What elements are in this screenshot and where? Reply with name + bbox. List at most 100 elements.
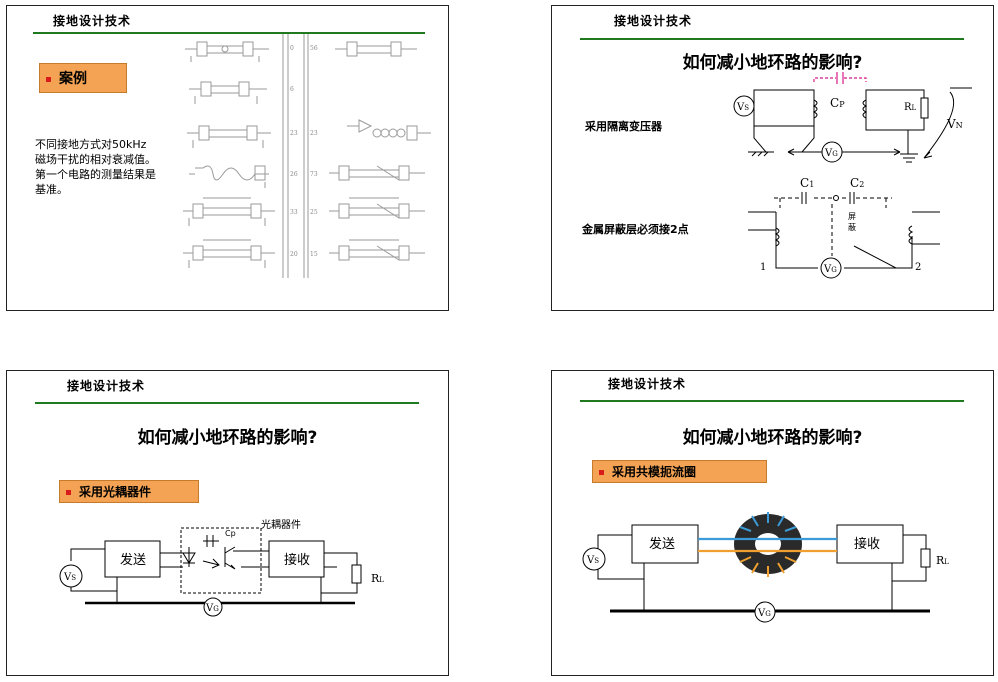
node-1-label: 1 bbox=[760, 262, 766, 273]
table-value: 15 bbox=[310, 251, 318, 258]
table-value: 20 bbox=[290, 251, 298, 258]
vg-sub: G bbox=[765, 610, 771, 618]
slide-isolation-transformer: 接地设计技术 如何减小地环路的影响? 采用隔离变压器 金属屏蔽层必须接2点 bbox=[551, 5, 994, 311]
header-rule bbox=[35, 402, 419, 404]
header-rule bbox=[33, 32, 425, 34]
circuit-row bbox=[329, 239, 425, 261]
svg-text:RL: RL bbox=[371, 572, 384, 585]
bullet-label: 采用光耦器件 bbox=[79, 485, 152, 499]
receive-label: 接收 bbox=[284, 552, 310, 568]
rl-label: R bbox=[371, 572, 380, 585]
svg-text:VG: VG bbox=[757, 608, 771, 619]
slide-header: 接地设计技术 bbox=[614, 14, 693, 28]
send-label: 发送 bbox=[120, 552, 146, 568]
cp-label: Cp bbox=[225, 529, 236, 538]
svg-text:VS: VS bbox=[736, 102, 749, 113]
bullet-box: 采用光耦器件 bbox=[59, 480, 199, 503]
grounding-circuits-figure: 0 6 23 26 33 20 56 23 73 25 15 bbox=[183, 34, 431, 278]
c1-sub: 1 bbox=[809, 180, 814, 189]
svg-text:VN: VN bbox=[946, 117, 963, 131]
vg-label: V bbox=[757, 608, 766, 619]
svg-text:VS: VS bbox=[586, 555, 599, 566]
case-label-box: 案例 bbox=[39, 63, 127, 93]
table-value: 56 bbox=[310, 45, 318, 52]
c1-label: C bbox=[800, 176, 809, 190]
case-description: 不同接地方式对50kHz磁场干扰的相对衰减值。第一个电路的测量结果是基准。 bbox=[35, 138, 156, 196]
table-value: 25 bbox=[310, 209, 318, 216]
svg-text:C1: C1 bbox=[800, 176, 814, 190]
svg-text:VG: VG bbox=[823, 264, 837, 275]
cp-sub: P bbox=[839, 100, 845, 109]
shield-char-1: 屏 bbox=[848, 212, 856, 221]
receive-label: 接收 bbox=[854, 536, 880, 552]
rl-sub: L bbox=[944, 558, 949, 566]
label-shield-two-points: 金属屏蔽层必须接2点 bbox=[582, 223, 689, 236]
slide-title: 如何减小地环路的影响? bbox=[682, 428, 863, 448]
cp-label: C bbox=[830, 96, 839, 110]
header-rule bbox=[580, 38, 964, 40]
svg-text:CP: CP bbox=[830, 96, 845, 110]
shield-char-2: 蔽 bbox=[848, 222, 856, 232]
slide-title: 如何减小地环路的影响? bbox=[137, 428, 318, 448]
vg-label: V bbox=[823, 264, 832, 275]
slide-optocoupler: 接地设计技术 如何减小地环路的影响? 采用光耦器件 光耦器件 发送 接收 Cp … bbox=[6, 370, 449, 676]
slide-title: 如何减小地环路的影响? bbox=[682, 53, 863, 73]
table-value: 73 bbox=[310, 171, 318, 178]
bullet-square-icon bbox=[66, 490, 71, 495]
bullet-box: 采用共模扼流圈 bbox=[592, 460, 767, 483]
svg-text:VG: VG bbox=[824, 148, 838, 159]
svg-text:VG: VG bbox=[205, 603, 219, 614]
rl-label: R bbox=[904, 102, 912, 113]
circuit-row bbox=[185, 41, 269, 62]
circuit-row bbox=[329, 197, 425, 219]
table-value: 23 bbox=[290, 130, 298, 137]
shield-dashed bbox=[774, 197, 892, 256]
vs-label: V bbox=[586, 555, 595, 566]
bullet-label: 采用共模扼流圈 bbox=[612, 465, 697, 479]
svg-text:VS: VS bbox=[63, 572, 76, 583]
c2-label: C bbox=[850, 176, 859, 190]
label-isolation-transformer: 采用隔离变压器 bbox=[585, 120, 662, 133]
bullet-square-icon bbox=[599, 470, 604, 475]
header-rule bbox=[580, 400, 964, 402]
table-value: 23 bbox=[310, 130, 318, 137]
slide-common-mode-choke: 接地设计技术 如何减小地环路的影响? 采用共模扼流圈 发送 bbox=[551, 370, 994, 676]
slide-header: 接地设计技术 bbox=[53, 14, 132, 28]
vs-sub: S bbox=[594, 557, 599, 565]
send-label: 发送 bbox=[649, 536, 675, 552]
svg-text:C2: C2 bbox=[850, 176, 864, 190]
vg-sub: G bbox=[213, 605, 219, 613]
vn-sub: N bbox=[956, 121, 963, 130]
transformer-diagram: VS VG VG CP RL VN C1 C2 屏 蔽 1 2 bbox=[733, 72, 972, 279]
circuit-row bbox=[183, 239, 275, 268]
slide-case-study: 接地设计技术 案例 不同接地方式对50kHz磁场干扰的相对衰减值。第一个电路的测… bbox=[6, 5, 449, 311]
choke-core bbox=[698, 512, 837, 577]
vs-label: V bbox=[736, 102, 745, 113]
svg-text:RL: RL bbox=[904, 102, 917, 113]
circuit-row bbox=[183, 197, 275, 226]
svg-text:RL: RL bbox=[936, 554, 949, 567]
circuit-row bbox=[189, 81, 267, 104]
circuit-row bbox=[335, 41, 417, 57]
vn-label: V bbox=[946, 117, 956, 131]
vg-sub: G bbox=[832, 150, 838, 158]
rl-sub: L bbox=[912, 104, 917, 112]
table-value: 26 bbox=[290, 171, 298, 178]
slide-header: 接地设计技术 bbox=[608, 377, 687, 391]
vs-label: V bbox=[63, 572, 72, 583]
case-label: 案例 bbox=[59, 71, 87, 87]
rl-label: R bbox=[936, 554, 945, 567]
circuit-row bbox=[347, 119, 431, 141]
vg-sub: G bbox=[831, 266, 837, 274]
vg-label: V bbox=[824, 148, 833, 159]
choke-diagram: 发送 接收 VS VG RL bbox=[582, 512, 949, 623]
vg-label: V bbox=[205, 603, 214, 614]
table-value: 33 bbox=[290, 209, 298, 216]
table-value: 0 bbox=[290, 45, 294, 52]
circuit-row bbox=[329, 165, 425, 181]
node-2-label: 2 bbox=[915, 262, 921, 273]
c2-sub: 2 bbox=[859, 180, 864, 189]
vs-sub: S bbox=[71, 574, 76, 582]
circuit-row bbox=[187, 125, 271, 148]
slide-header: 接地设计技术 bbox=[67, 379, 146, 393]
